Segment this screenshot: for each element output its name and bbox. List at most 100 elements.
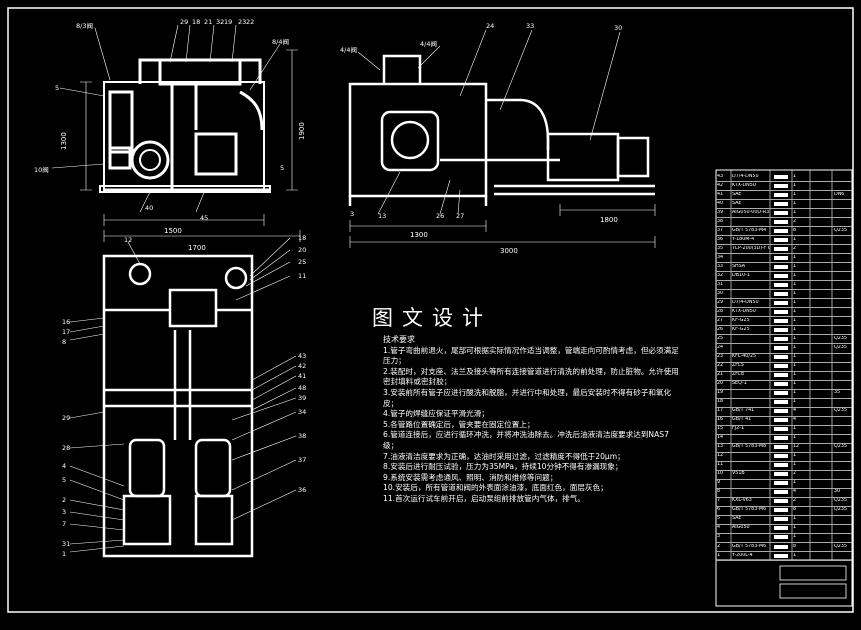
side-view [348, 54, 655, 206]
drawing-frame [7, 7, 854, 613]
front-balloon: 32 [216, 18, 225, 26]
plan-left-balloon: 1 [62, 550, 67, 558]
bom-row-line [716, 343, 852, 345]
bom-cell: Q235 [834, 543, 847, 549]
bom-row-line [716, 235, 852, 237]
bom-cell: AIG050 [732, 525, 750, 531]
bom-row-line [716, 316, 852, 318]
bom-row-line [716, 551, 852, 552]
bom-row-line [716, 190, 852, 191]
dim-front-total: 1700 [188, 244, 206, 252]
bom-mark [774, 237, 788, 242]
bom-cell: 1 [793, 372, 797, 377]
tech-item: 1.管子弯曲前退火，尾部可根据实际情况作适当调整，管端走向可酌情考虑，但必须满足… [383, 345, 679, 366]
bom-cell: KXL-V63 [732, 498, 752, 504]
bom-cell: Q235 [834, 507, 847, 513]
bom-row-line [716, 532, 852, 534]
bom-cell: 23 [717, 354, 724, 359]
bom-cell: 30 [834, 489, 841, 495]
bom-cell: TCP-200(3D)-Y Q2-200(31/31)-Y [732, 245, 770, 251]
bom-cell: 13 [717, 444, 724, 450]
dim-front-width: 1500 [164, 227, 182, 235]
bom-cell: 2 [793, 245, 797, 251]
bom-cell: 29 [717, 299, 724, 305]
bom-row-line [716, 280, 852, 282]
bom-cell: GB/T 5783-M4 [732, 227, 767, 233]
bom-mark [774, 454, 788, 459]
bom-cell: 2 [793, 498, 797, 504]
bom-cell: Y-180M-4 [732, 236, 755, 242]
bom-mark [774, 373, 788, 377]
bom-row-line [716, 397, 852, 399]
dim-front-height-right: 1900 [298, 122, 306, 140]
bom-cell: 1 [793, 263, 797, 269]
dim-side-total: 3000 [500, 247, 518, 255]
plan-right-balloon: 34 [298, 408, 307, 416]
bom-cell: 14 [717, 435, 724, 441]
bom-row-line [716, 298, 852, 300]
plan-left-balloon: 29 [62, 414, 71, 422]
bom-cell: 8 [793, 543, 797, 549]
bom-cell: 30 [717, 290, 724, 296]
bom-mark [774, 273, 788, 278]
plan-right-balloon: 43 [298, 352, 307, 360]
dim-side-width: 1300 [410, 231, 428, 239]
bom-cell: 32 [717, 272, 724, 278]
front-dims [51, 24, 301, 242]
bom-cell: 27 [717, 317, 724, 323]
bom-cell: SHSA [732, 263, 746, 269]
bom-row-line [716, 325, 852, 327]
bom-cell: KF-G25 [732, 317, 750, 323]
bom-cell: Q235 [834, 408, 847, 414]
bom-cell: 1 [793, 534, 797, 540]
bom-cell: GB/T 5783-M6 [732, 507, 767, 513]
bom-cell: 22 [717, 363, 724, 368]
bom-cell: 1 [793, 173, 797, 179]
dim-side-right: 1800 [600, 216, 618, 224]
plan-left-balloon: 16 [62, 318, 71, 326]
bom-cell: D7/4-DN50 [732, 299, 759, 305]
bom-cell: Y-200L-4 [732, 552, 753, 558]
tech-item: 8.安装后进行耐压试验，压力为35MPa，持续10分钟不得有渗漏现象； [383, 462, 623, 472]
bom-cell: 1 [793, 354, 797, 359]
bom-cell: 21 [717, 372, 724, 377]
bom-mark [774, 318, 788, 323]
bom-cell: KF-G25 [732, 326, 750, 332]
bom-cell: KFL-40/25 [732, 354, 757, 359]
bom-cell: 26 [717, 326, 724, 332]
bom-mark [774, 345, 788, 350]
bom-cell: FJ2-1 [732, 426, 745, 432]
bom-cell: 1 [793, 426, 797, 432]
plan-leaders [69, 237, 297, 553]
bom-cell: 33 [717, 263, 724, 269]
tech-item: 11.首次运行试车前开启，启动泵组前排放管内气体，排气。 [383, 493, 585, 503]
plan-right-balloon: 41 [298, 372, 307, 380]
front-balloon: 22 [246, 18, 255, 26]
tech-item: 4.管子的焊缝应保证平滑光滑； [383, 409, 489, 419]
bom-cell: 1 [793, 344, 797, 350]
bom-cell: 41 [717, 191, 724, 197]
side-balloon: 4/4阀 [420, 40, 437, 48]
plan-right-balloon: 25 [298, 258, 307, 266]
technical-requirements: 技术要求 1.管子弯曲前退火，尾部可根据实际情况作适当调整，管端走向可酌情考虑，… [383, 335, 683, 505]
tech-item: 3.安装前所有管子应进行酸洗和脱脂，并进行中和处理，最后安装时不得有砂子和氧化皮… [383, 387, 672, 408]
bom-cell: KTX-DN50 [732, 182, 756, 188]
bom-row-line [716, 478, 852, 480]
bom-row-line [716, 262, 852, 264]
plan-right-balloon: 37 [298, 456, 307, 464]
bom-mark [774, 463, 788, 468]
plan-right-balloon: 48 [298, 384, 307, 392]
bom-row-line [716, 217, 852, 219]
bom-row-line [716, 560, 852, 561]
title-block [715, 559, 853, 607]
side-balloon: 13 [378, 212, 387, 220]
bom-cell: 1 [793, 363, 797, 368]
bom-cell: Q235 [834, 498, 847, 504]
bom-mark [774, 364, 788, 368]
bom-cell: GB/T 741 [732, 408, 755, 414]
bom-cell: 1 [793, 516, 797, 522]
bom-cell: 1 [793, 381, 797, 386]
bom-cell: 4 [793, 489, 797, 495]
bom-row-line [716, 226, 852, 228]
bom-cell: 20 [717, 381, 724, 386]
